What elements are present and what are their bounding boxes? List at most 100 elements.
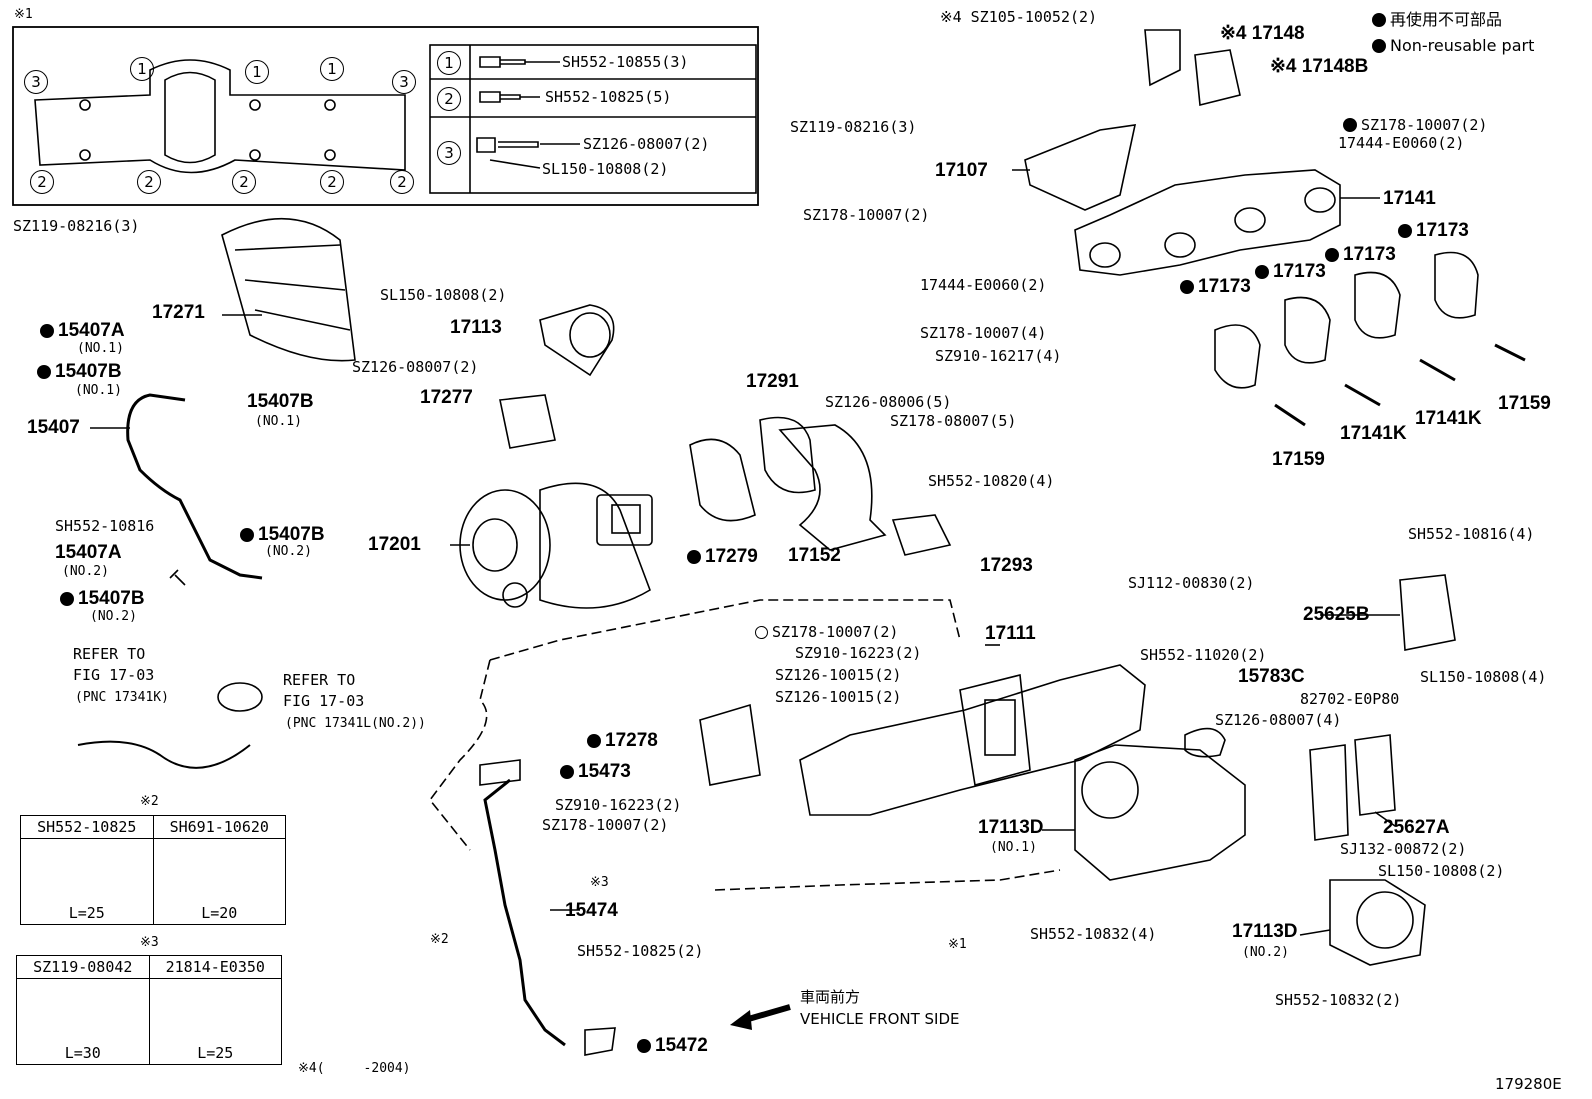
part-code: 17444-E0060(2) [920, 276, 1047, 294]
turbo-elbow-17152 [778, 424, 887, 551]
gasket-17291 [759, 416, 816, 494]
box2-len2-cell: L=20 [152, 838, 286, 925]
ref1-line1: REFER TO [73, 645, 146, 663]
part-code: SZ126-10015(2) [775, 666, 902, 684]
heat-insulator-17271 [221, 217, 356, 362]
part-number: 17173 [1180, 277, 1251, 296]
gasket-17173 [1214, 324, 1261, 389]
part-number: ※4 17148 [1220, 23, 1305, 44]
part-number: 15407B [240, 525, 325, 544]
box1-row3-code2: SL150-10808(2) [542, 160, 669, 178]
box2-col1: SH552-10825 [20, 815, 154, 839]
throttle-body-17113D-2 [1329, 879, 1426, 966]
direction-en: VEHICLE FRONT SIDE [800, 1010, 960, 1028]
non-reusable-dot-icon [1372, 39, 1386, 53]
part-number: 15783C [1238, 666, 1305, 687]
box3-col1: SZ119-08042 [16, 955, 150, 979]
part-note: (NO.2) [62, 564, 109, 579]
box1-fastener-table [429, 44, 757, 194]
gasket-callout: 1 [130, 57, 154, 81]
part-code: SH552-10816 [55, 517, 155, 535]
front-direction-arrow [730, 1010, 752, 1030]
ref1-line2: FIG 17-03 [73, 666, 155, 684]
gasket-callout: 2 [390, 170, 414, 194]
part-code: SZ119-08216(3) [13, 217, 140, 235]
part-code: SZ178-08007(5) [890, 412, 1017, 430]
part-note: (NO.1) [255, 414, 302, 429]
part-note: (NO.1) [75, 383, 122, 398]
box1-row3-code: SZ126-08007(2) [583, 135, 710, 153]
part-code: SH552-10832(4) [1030, 925, 1157, 943]
part-number: 15407 [27, 417, 80, 438]
part-note: ※2 [430, 932, 449, 947]
ref2-line2: FIG 17-03 [283, 692, 365, 710]
gasket-callout: 1 [320, 57, 344, 81]
part-number: 15407B [60, 589, 145, 608]
sensor-25627A [1354, 734, 1396, 816]
part-number: 17173 [1255, 262, 1326, 281]
gasket-callout: 1 [245, 60, 269, 84]
part-number: 17141K [1340, 423, 1407, 444]
box3-len2-cell: L=25 [148, 978, 282, 1065]
part-number: 17141 [1383, 188, 1436, 209]
oil-pipe-15407 [126, 393, 263, 580]
gasket-callout: 3 [24, 70, 48, 94]
box1-mark: ※1 [14, 7, 33, 22]
legend-jp: 再使用不可部品 [1372, 12, 1502, 28]
bracket-25625B [1399, 574, 1456, 651]
part-code: SH552-10816(4) [1408, 525, 1535, 543]
part-number: ※4 17148B [1270, 56, 1369, 77]
gasket-17278 [699, 703, 761, 786]
part-number: 15473 [560, 762, 631, 781]
part-number: 17201 [368, 534, 421, 555]
part-number: 17277 [420, 387, 473, 408]
part-code: SZ126-10015(2) [775, 688, 902, 706]
part-number: 15407B [247, 391, 314, 412]
part-number: 15472 [637, 1036, 708, 1055]
part-number: 15407B [37, 362, 122, 381]
part-code: SZ910-16223(2) [795, 644, 922, 662]
part-code: SZ178-10007(2) [755, 625, 898, 640]
part-number: 17152 [788, 545, 841, 566]
box1-row2-code: SH552-10825(5) [545, 88, 672, 106]
box2-len1-cell: L=25 [20, 838, 154, 925]
part-number: 17291 [746, 371, 799, 392]
legend-en: Non-reusable part [1372, 38, 1534, 54]
part-number: 17111 [985, 623, 1036, 644]
part-number: 17107 [935, 160, 988, 181]
part-code: SJ132-00872(2) [1340, 840, 1467, 858]
part-note: ※3 [590, 875, 609, 890]
intake-manifold-17111 [799, 664, 1146, 816]
part-code: SH552-10832(2) [1275, 991, 1402, 1009]
part-note: (NO.2) [265, 544, 312, 559]
gasket-callout: 3 [392, 70, 416, 94]
part-code: SJ112-00830(2) [1128, 574, 1255, 592]
part-code: SZ178-10007(2) [542, 816, 669, 834]
part-code: 17444-E0060(2) [1338, 134, 1465, 152]
non-reusable-dot-icon [1372, 13, 1386, 27]
direction-jp: 車両前方 [800, 988, 861, 1006]
box1-row3-num: 3 [437, 141, 461, 165]
part-code: SZ119-08216(3) [790, 118, 917, 136]
part-code: SL150-10808(2) [1378, 862, 1505, 880]
part-number: 15407A [40, 321, 125, 340]
gasket-callout: 2 [30, 170, 54, 194]
part-code: SZ126-08007(2) [352, 358, 479, 376]
gasket-callout: 2 [320, 170, 344, 194]
box1-frame [12, 26, 759, 206]
part-number: 15407A [55, 542, 122, 563]
box1-row2-num: 2 [437, 87, 461, 111]
gasket-callout: 2 [137, 170, 161, 194]
part-code: ※4 SZ105-10052(2) [940, 8, 1098, 26]
box3-mark: ※3 [140, 935, 159, 950]
part-number: 17159 [1272, 449, 1325, 470]
part-number: 17173 [1325, 245, 1396, 264]
water-outlet-17113 [539, 304, 615, 377]
part-number: 17279 [687, 547, 758, 566]
box2-col2: SH691-10620 [152, 815, 286, 839]
part-code: SH552-11020(2) [1140, 646, 1267, 664]
note-4: ※4( -2004) [298, 1061, 411, 1076]
part-code: SL150-10808(2) [380, 286, 507, 304]
part-number: 17271 [152, 302, 205, 323]
ref2-line3: (PNC 17341L(NO.2)) [285, 716, 426, 731]
